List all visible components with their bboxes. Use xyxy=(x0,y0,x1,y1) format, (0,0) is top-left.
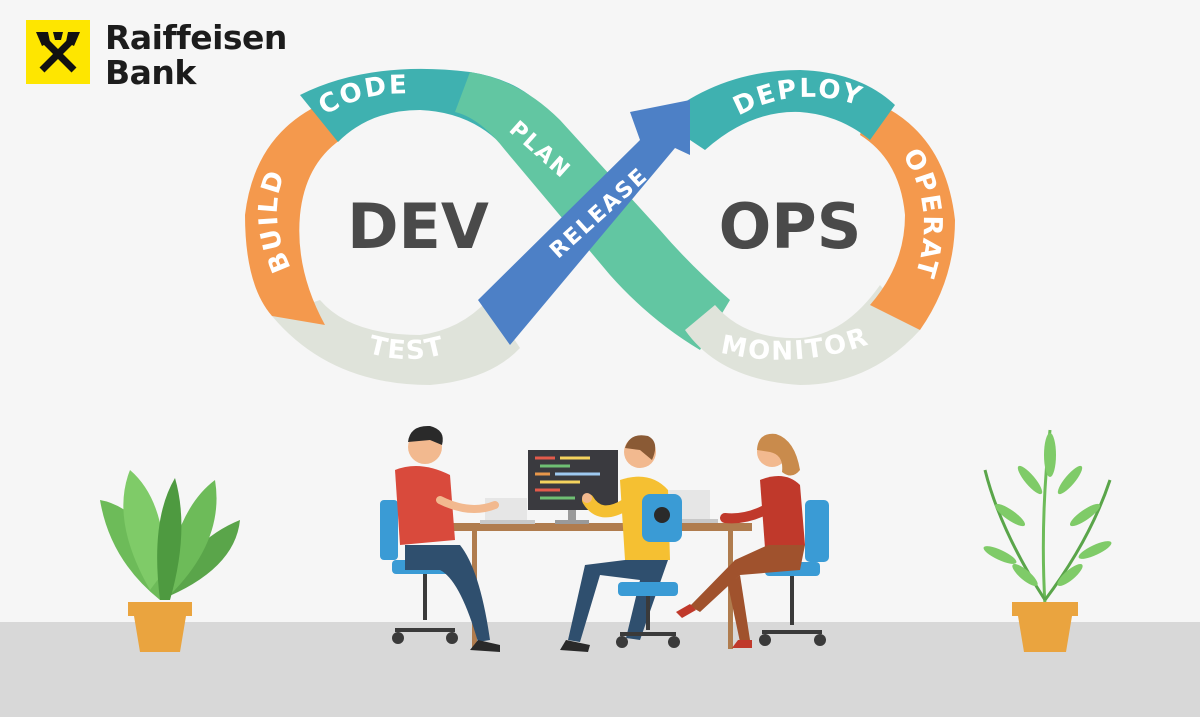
plant-left xyxy=(100,470,240,652)
raiffeisen-logo: Raiffeisen Bank xyxy=(26,20,287,90)
build-segment xyxy=(245,100,340,325)
dev-label: DEV xyxy=(347,190,489,263)
devops-infinity-loop: CODE BUILD TEST PLAN RELEASE DEPLOY OPER… xyxy=(0,0,955,385)
deploy-segment xyxy=(660,70,895,150)
brand-name-line2: Bank xyxy=(105,53,196,92)
test-segment xyxy=(272,300,520,385)
stage-test: TEST xyxy=(366,330,448,366)
plant-right-leaves xyxy=(983,433,1112,586)
operate-segment xyxy=(860,100,955,330)
monitor-screen xyxy=(528,450,618,524)
person-left xyxy=(380,425,500,652)
desk xyxy=(452,523,752,649)
raiffeisen-logo-text: Raiffeisen Bank xyxy=(105,20,287,90)
monitor-segment xyxy=(685,285,920,385)
ops-label: OPS xyxy=(719,190,862,263)
person-middle xyxy=(560,435,682,652)
person-right xyxy=(676,433,829,648)
release-segment xyxy=(478,100,690,345)
floor xyxy=(0,622,1200,717)
plant-right-pot xyxy=(1012,602,1078,652)
brand-name-line1: Raiffeisen xyxy=(105,18,287,57)
raiffeisen-logo-icon xyxy=(26,20,90,84)
